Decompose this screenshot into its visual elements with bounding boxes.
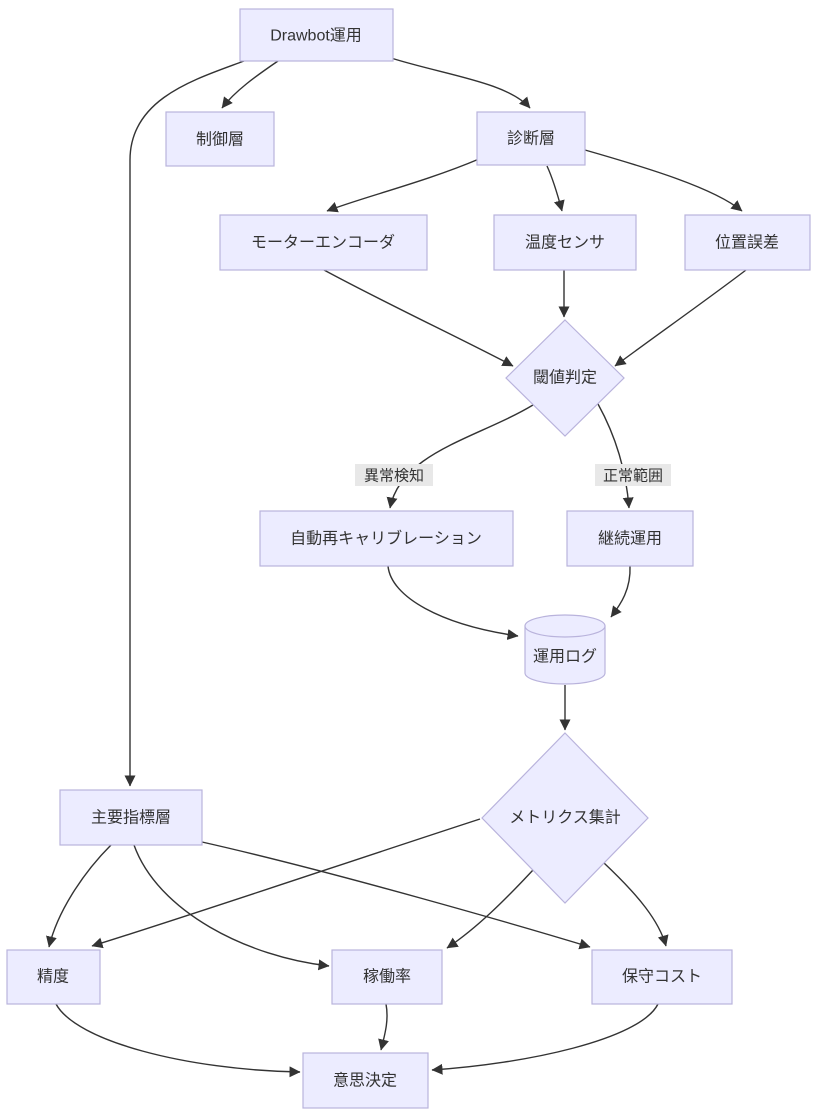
node-drawbot-operation: Drawbot運用 <box>239 8 394 62</box>
node-position-error-label: 位置誤差 <box>715 234 779 252</box>
node-temperature-sensor-label: 温度センサ <box>525 234 605 252</box>
node-threshold-check-shape <box>505 319 625 437</box>
edge-label-anomaly-bg <box>355 464 433 486</box>
node-maintenance-cost-label: 保守コスト <box>622 968 702 986</box>
node-temperature-sensor-shape <box>493 214 637 271</box>
node-threshold-check-label: 閾値判定 <box>533 369 597 387</box>
node-accuracy: 精度 <box>6 949 101 1005</box>
node-control-layer-label: 制御層 <box>196 131 244 149</box>
node-control-layer: 制御層 <box>165 111 275 167</box>
edge-label-normal-bg <box>595 464 671 486</box>
edge-label-normal: 正常範囲 <box>595 464 671 486</box>
node-metrics-aggregation-shape <box>481 732 649 904</box>
node-kpi-layer-shape <box>59 789 203 846</box>
node-continue-operation: 継続運用 <box>566 510 694 567</box>
node-maintenance-cost: 保守コスト <box>591 949 733 1005</box>
node-uptime-shape <box>331 949 443 1005</box>
edge-continueop-to-log <box>610 565 631 618</box>
edge-maintenance-to-decision <box>431 1003 659 1075</box>
edge-kpi-to-maintenance <box>201 841 591 950</box>
edge-diag-to-poserr <box>584 149 743 212</box>
node-diagnostic-layer-shape <box>476 111 586 166</box>
edge-diag-to-temp <box>546 165 565 212</box>
node-position-error-shape <box>684 214 811 271</box>
edge-poserr-to-threshold <box>614 269 747 367</box>
edge-recalib-to-log <box>387 565 519 640</box>
edge-kpi-to-uptime <box>133 844 330 971</box>
edge-threshold-to-recalib <box>386 404 534 509</box>
node-metrics-aggregation: メトリクス集計 <box>481 732 649 904</box>
node-auto-recalibration-shape <box>259 510 514 567</box>
edge-root-to-kpi <box>124 60 245 787</box>
node-operation-log: 運用ログ <box>524 614 606 685</box>
node-maintenance-cost-shape <box>591 949 733 1005</box>
node-control-layer-shape <box>165 111 275 167</box>
node-operation-log-top <box>524 614 606 638</box>
edge-encoder-to-threshold <box>323 269 514 367</box>
node-motor-encoder-shape <box>219 214 428 271</box>
node-decision-label: 意思決定 <box>333 1071 397 1090</box>
node-diagnostic-layer: 診断層 <box>476 111 586 166</box>
edge-diag-to-encoder <box>326 158 480 213</box>
node-accuracy-shape <box>6 949 101 1005</box>
node-accuracy-label: 精度 <box>37 968 69 986</box>
edge-label-anomaly-text: 異常検知 <box>364 468 424 485</box>
node-drawbot-operation-shape <box>239 8 394 62</box>
edge-kpi-to-accuracy <box>46 844 112 948</box>
edge-metrics-to-maintenance <box>603 862 669 947</box>
node-kpi-layer: 主要指標層 <box>59 789 203 846</box>
node-auto-recalibration-label: 自動再キャリブレーション <box>290 529 482 548</box>
edge-layer <box>46 57 747 1078</box>
edge-uptime-to-decision <box>378 1003 389 1051</box>
node-drawbot-operation-label: Drawbot運用 <box>270 28 362 45</box>
node-motor-encoder: モーターエンコーダ <box>219 214 428 271</box>
edge-label-anomaly: 異常検知 <box>355 464 433 486</box>
node-motor-encoder-label: モーターエンコーダ <box>251 234 395 252</box>
node-continue-operation-shape <box>566 510 694 567</box>
node-kpi-layer-label: 主要指標層 <box>91 809 171 827</box>
node-continue-operation-label: 継続運用 <box>598 530 662 548</box>
edge-accuracy-to-decision <box>55 1003 301 1078</box>
edge-label-normal-text: 正常範囲 <box>603 467 663 485</box>
node-diagnostic-layer-label: 診断層 <box>507 130 555 148</box>
node-decision: 意思決定 <box>302 1052 429 1109</box>
edge-metrics-to-accuracy <box>91 818 481 949</box>
node-position-error: 位置誤差 <box>684 214 811 271</box>
edge-root-to-control <box>221 60 279 109</box>
node-operation-log-body <box>524 626 606 685</box>
node-uptime: 稼働率 <box>331 949 443 1005</box>
node-threshold-check: 閾値判定 <box>505 319 625 437</box>
node-auto-recalibration: 自動再キャリブレーション <box>259 510 514 567</box>
node-decision-shape <box>302 1052 429 1109</box>
edge-root-to-diag <box>390 57 531 109</box>
node-temperature-sensor: 温度センサ <box>493 214 637 271</box>
node-metrics-aggregation-label: メトリクス集計 <box>509 809 621 827</box>
node-operation-log-label: 運用ログ <box>533 648 597 666</box>
node-uptime-label: 稼働率 <box>363 968 411 986</box>
edge-threshold-to-continueop <box>597 403 634 509</box>
edge-metrics-to-uptime <box>446 869 534 949</box>
